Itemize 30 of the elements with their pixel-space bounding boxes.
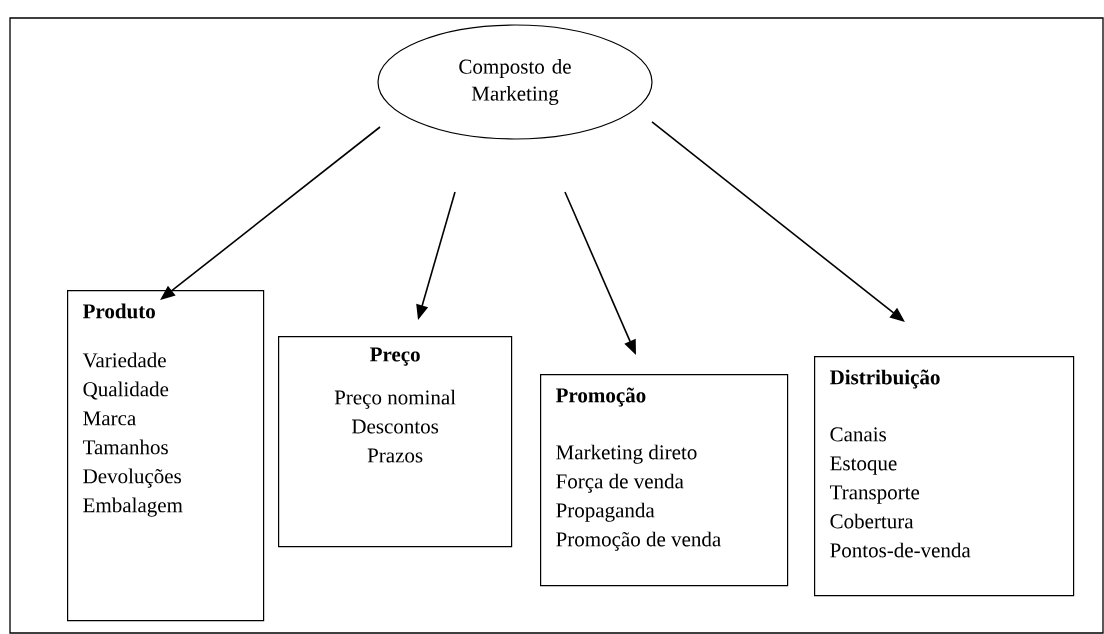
category-box [540, 374, 789, 587]
list-item: Transporte [830, 485, 920, 504]
list-item: Propaganda [556, 502, 655, 522]
concept-ellipse [377, 24, 653, 140]
category-heading: Produto [82, 303, 155, 319]
list-item: Força de venda [556, 473, 684, 493]
ellipse-label: Composto de Marketing [459, 58, 571, 106]
list-item: Prazos [367, 448, 423, 463]
arrow [651, 121, 905, 322]
list-item: Embalagem [83, 497, 183, 517]
category-box [67, 290, 265, 622]
arrow [160, 126, 381, 300]
list-item: Estoque [830, 456, 897, 475]
list-item: Cobertura [830, 513, 914, 529]
list-item: Canais [830, 427, 886, 442]
list-item: Pontos-de-venda [830, 542, 971, 558]
list-item: Devoluções [83, 468, 181, 488]
category-heading: Distribuição [830, 369, 940, 389]
list-item: Qualidade [83, 381, 169, 400]
list-item: Variedade [82, 352, 166, 368]
category-box [814, 356, 1075, 597]
category-box [278, 336, 513, 548]
category-heading: Promoção [555, 387, 646, 407]
list-item: Descontos [351, 419, 439, 434]
list-item: Marca [83, 411, 136, 426]
category-heading: Preço [370, 347, 420, 366]
list-item: Tamanhos [83, 439, 168, 455]
list-item: Marketing direto [556, 444, 697, 464]
list-item: Preço nominal [334, 389, 456, 409]
list-item: Promoção de venda [556, 531, 721, 551]
